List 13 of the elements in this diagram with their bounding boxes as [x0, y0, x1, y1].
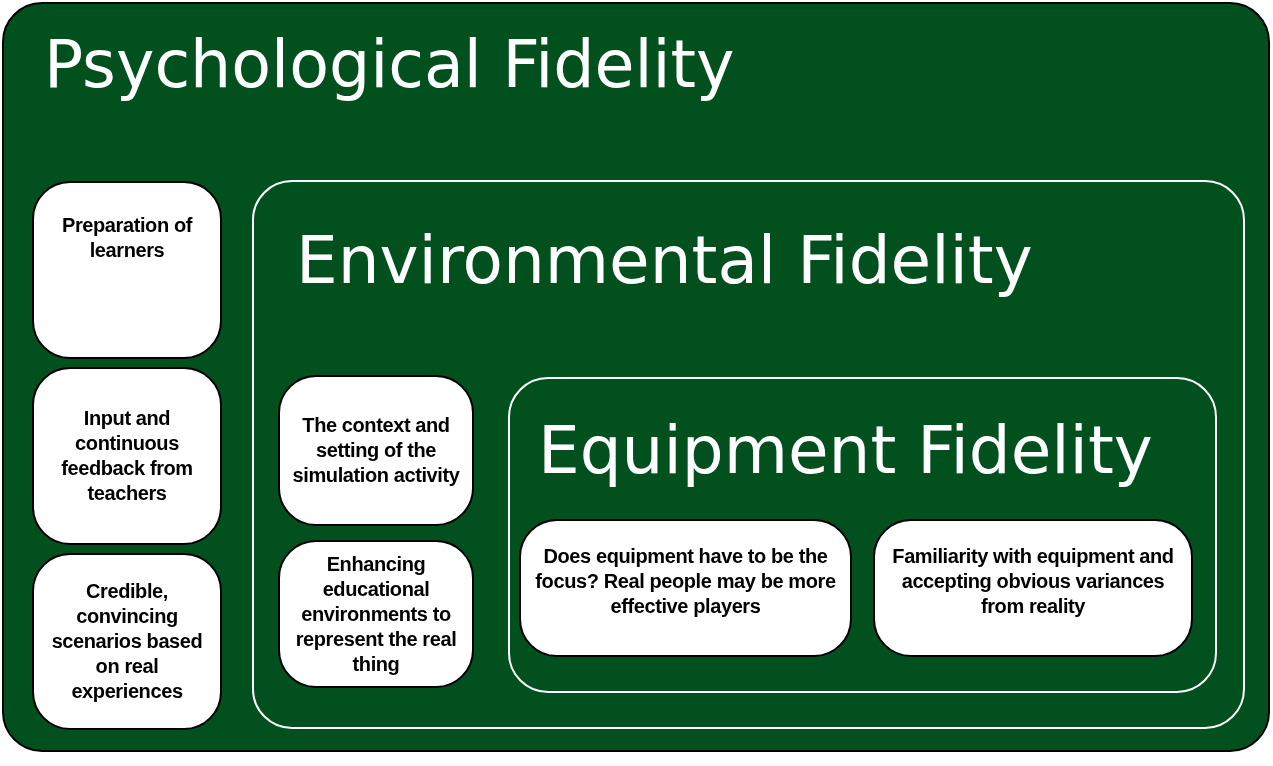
- outer-panel: [2, 2, 1270, 752]
- concept-box: Input and continuous feedback from teachers: [32, 367, 222, 545]
- concept-box: Credible, convincing scenarios based on real experiences: [32, 553, 222, 730]
- panel-heading: Environmental Fidelity: [296, 225, 1033, 298]
- concept-box: Does equipment have to be the focus? Real people may be more effective players: [519, 519, 852, 657]
- nested-panel: [252, 180, 1245, 729]
- panel-heading: Equipment Fidelity: [538, 415, 1153, 488]
- panel-heading: Psychological Fidelity: [44, 29, 735, 101]
- concept-box: Preparation of learners: [32, 181, 222, 359]
- concept-box: The context and setting of the simulation activity: [278, 375, 474, 526]
- concept-box: Familiarity with equipment and accepting obvious variances from reality: [873, 519, 1193, 657]
- nested-panel: [508, 377, 1217, 693]
- concept-box: Enhancing educational environments to represent the real thing: [278, 540, 474, 688]
